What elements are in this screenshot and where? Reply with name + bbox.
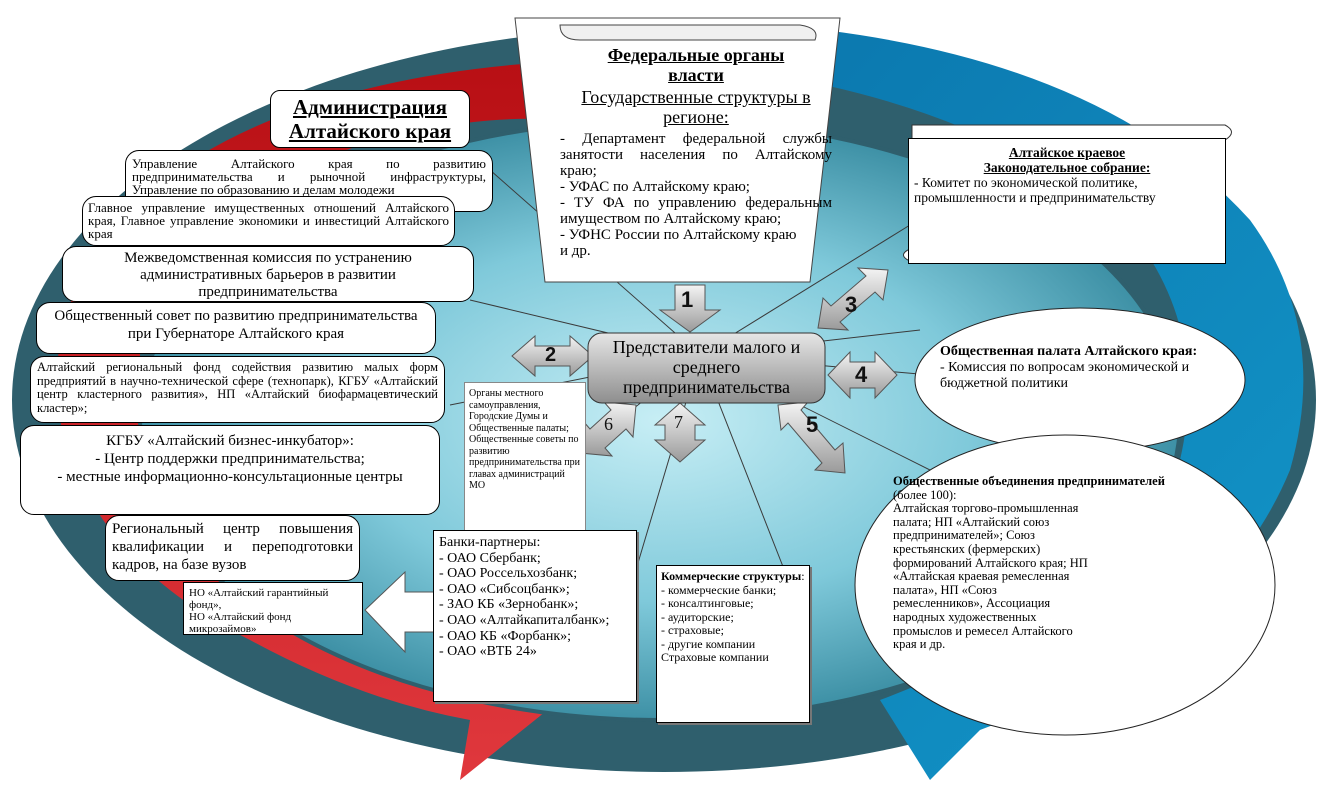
bank-item: - ОАО Россельхозбанк; <box>439 566 578 582</box>
chamber-item: - Комиссия по вопросам экономической и б… <box>940 360 1190 391</box>
commercial-item: - страховые; <box>661 623 724 637</box>
bank-item: - ЗАО КБ «Зернобанк»; <box>439 597 579 613</box>
associations-title: Общественные объединения предпринимателе… <box>893 474 1165 488</box>
admin-box-property: Главное управление имущественных отношен… <box>82 196 455 246</box>
admin-box-training-center: Региональный центр повышения квалификаци… <box>105 515 360 581</box>
funds-line: НО «Алтайский фонд микрозаймов» <box>189 611 292 635</box>
incubator-item: - местные информационно-консультационные… <box>57 469 403 485</box>
administration-title: Администрация Алтайского края <box>288 95 452 143</box>
assembly-box: Алтайское краевое Законодательное собран… <box>908 138 1226 264</box>
admin-box-text: Межведомственная комиссия по устранению … <box>124 250 412 300</box>
federal-box: Федеральные органы власти Государственны… <box>560 45 832 280</box>
bank-item: - ОАО Сбербанк; <box>439 550 541 566</box>
commercial-item: Страховые компании <box>661 650 769 664</box>
bank-item: - ОАО «ВТБ 24» <box>439 644 537 660</box>
federal-title: Федеральные органы власти <box>607 45 785 85</box>
arrow-7 <box>653 402 707 463</box>
bank-item: - ОАО КБ «Форбанк»; <box>439 628 572 644</box>
incubator-box: КГБУ «Алтайский бизнес-инкубатор»: - Цен… <box>20 425 440 515</box>
associations-text: Алтайская торгово-промышленная палата; Н… <box>893 501 1088 652</box>
associations-content: Общественные объединения предпринимателе… <box>893 474 1183 652</box>
funds-box: НО «Алтайский гарантийный фонд», НО «Алт… <box>183 582 363 635</box>
federal-scroll-shape <box>514 17 841 283</box>
funds-line: НО «Алтайский гарантийный фонд», <box>189 587 329 611</box>
federal-item: - ТУ ФА по управлению федеральным имущес… <box>560 195 832 227</box>
assembly-item: - Комитет по экономической политике, про… <box>914 175 1156 205</box>
federal-item: - Департамент федеральной службы занятос… <box>560 131 832 179</box>
admin-box-text: Алтайский региональный фонд содействия р… <box>37 360 438 415</box>
associations-count: (более 100): <box>893 487 957 502</box>
commercial-item: - другие компании <box>661 636 756 651</box>
commercial-item: - консалтинговые; <box>661 596 754 610</box>
commercial-box: Коммерческие структуры: - коммерческие б… <box>656 565 810 723</box>
chamber-content: Общественная палата Алтайского края: - К… <box>940 344 1220 392</box>
banks-title: Банки-партнеры: <box>439 535 541 550</box>
admin-box-technopark: Алтайский региональный фонд содействия р… <box>30 356 445 423</box>
arrow-label-5: 5 <box>806 412 819 437</box>
federal-subtitle: Государственные структуры в регионе: <box>581 87 811 127</box>
admin-box-text: Главное управление имущественных отношен… <box>88 200 449 241</box>
local-government-box: Органы местного самоуправления, Городски… <box>464 382 586 539</box>
admin-box-barriers-commission: Межведомственная комиссия по устранению … <box>62 246 474 302</box>
incubator-item: - Центр поддержки предпринимательства; <box>95 451 365 467</box>
federal-item: - УФАС по Алтайскому краю; <box>560 179 750 195</box>
banks-box: Банки-партнеры: - ОАО Сбербанк; - ОАО Ро… <box>433 530 637 702</box>
federal-item: - УФНС России по Алтайскому краю <box>560 227 797 243</box>
bank-item: - ОАО «Сибсоцбанк»; <box>439 581 570 597</box>
federal-item: и др. <box>560 243 591 259</box>
commercial-title: Коммерческие структуры <box>661 569 802 583</box>
incubator-title: КГБУ «Алтайский бизнес-инкубатор»: <box>106 433 354 449</box>
arrow-label-3: 3 <box>845 292 858 317</box>
arrow-label-7: 7 <box>674 412 683 432</box>
bank-item: - ОАО «Алтайкапиталбанк»; <box>439 612 610 628</box>
commercial-item: - коммерческие банки; <box>661 582 777 597</box>
admin-box-text: Общественный совет по развитию предприни… <box>54 308 418 342</box>
arrow-1 <box>658 284 722 333</box>
assembly-title-line2: Законодательное собрание: <box>983 160 1151 175</box>
admin-box-text: Управление Алтайского края по развитию п… <box>132 156 486 197</box>
associations-ellipse <box>854 434 1276 736</box>
center-pill-shape <box>587 332 826 404</box>
commercial-item: - аудиторские; <box>661 609 734 624</box>
arrow-label-2: 2 <box>545 344 557 366</box>
admin-box-text: Региональный центр повышения квалификаци… <box>112 521 353 573</box>
federal-scroll-curl-left <box>559 24 817 41</box>
admin-box-public-council: Общественный совет по развитию предприни… <box>36 302 436 354</box>
assembly-title-line1: Алтайское краевое <box>1008 145 1126 160</box>
local-government-text: Органы местного самоуправления, Городски… <box>469 388 580 491</box>
arrow-3 <box>817 267 889 331</box>
chamber-title: Общественная палата Алтайского края: <box>940 344 1198 359</box>
arrow-label-4: 4 <box>855 362 868 387</box>
commercial-colon: : <box>801 569 805 583</box>
arrow-label-1: 1 <box>681 287 694 312</box>
arrow-label-6: 6 <box>604 414 613 434</box>
administration-title-box: Администрация Алтайского края <box>270 90 470 148</box>
center-smb-label: Представители малого и среднего предприн… <box>612 337 801 397</box>
arrow-4 <box>827 350 898 400</box>
arrow-5 <box>777 401 846 474</box>
